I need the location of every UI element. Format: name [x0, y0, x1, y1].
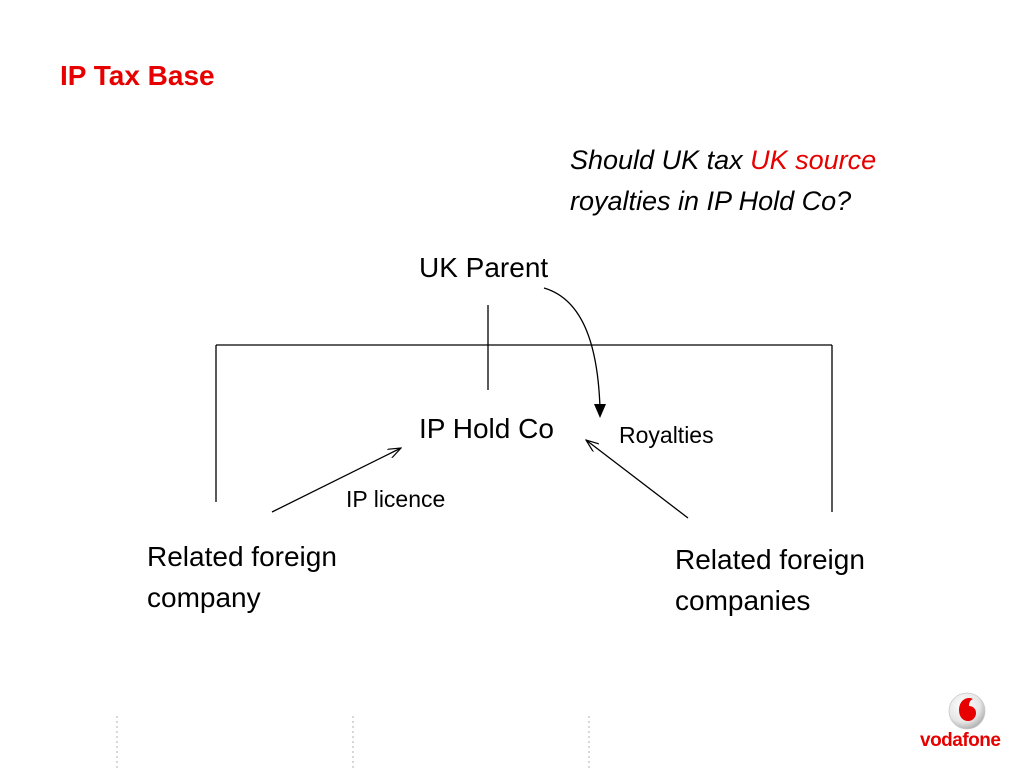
slide-title: IP Tax Base	[60, 60, 215, 91]
node-related-foreign-company-line1: Related foreign	[147, 541, 337, 572]
uk-parent-to-ip-hold-co-arrow	[543, 287, 601, 409]
node-related-foreign-companies: Related foreign companies	[675, 539, 865, 621]
brand-name: vodafone	[920, 730, 1001, 751]
node-ip-hold-co: IP Hold Co	[419, 413, 554, 444]
node-related-foreign-companies-line2: companies	[675, 585, 811, 616]
label-royalties: Royalties	[619, 422, 714, 448]
question-part2: royalties in IP Hold Co?	[570, 186, 852, 216]
question-highlight: UK source	[750, 145, 877, 175]
node-related-foreign-company: Related foreign company	[147, 536, 337, 618]
curved-arrow-head	[594, 404, 606, 418]
royalties-arrow	[586, 440, 689, 519]
label-ip-licence: IP licence	[346, 486, 446, 512]
node-related-foreign-companies-line1: Related foreign	[675, 544, 865, 575]
node-uk-parent: UK Parent	[419, 252, 549, 283]
ip-licence-arrow	[271, 448, 401, 513]
node-related-foreign-company-line2: company	[147, 582, 261, 613]
vodafone-speechmark-icon	[948, 692, 986, 730]
question-text: Should UK tax UK source royalties in IP …	[570, 140, 876, 222]
question-part1: Should UK tax	[570, 145, 751, 175]
